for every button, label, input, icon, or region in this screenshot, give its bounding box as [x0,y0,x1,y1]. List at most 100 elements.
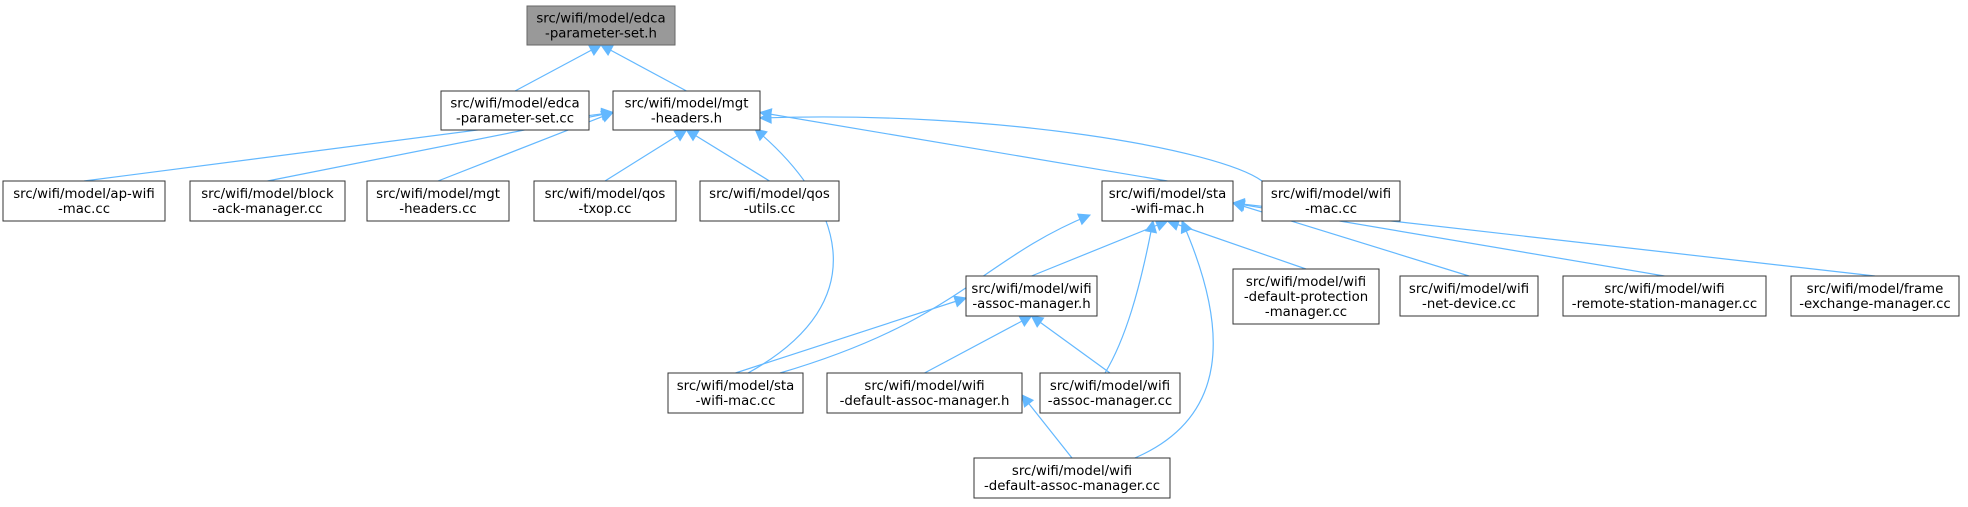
node-frame_cc[interactable]: src/wifi/model/frame-exchange-manager.cc [1790,275,1960,317]
edge-line [924,315,1032,374]
node-apwifi_cc[interactable]: src/wifi/model/ap-wifi-mac.cc [2,180,166,222]
node-sta_cc[interactable]: src/wifi/model/sta-wifi-mac.cc [667,372,804,414]
edge-arrowhead [599,110,615,123]
node-label-line2: -ack-manager.cc [212,202,322,217]
node-qostxop_cc[interactable]: src/wifi/model/qos-txop.cc [533,180,677,222]
node-box [189,180,346,222]
node-wifimac_cc[interactable]: src/wifi/model/wifi-mac.cc [1261,180,1401,222]
edge-arrowhead [1144,219,1158,234]
node-label-line1: src/wifi/model/wifi [1604,282,1724,297]
node-label-line1: src/wifi/model/frame [1807,282,1944,297]
node-label-line2: -parameter-set.cc [456,112,574,127]
node-edca_cc[interactable]: src/wifi/model/edca-parameter-set.cc [440,90,590,131]
edge-line [1129,220,1214,461]
node-box [612,90,761,131]
node-netdev_cc[interactable]: src/wifi/model/wifi-net-device.cc [1399,275,1539,317]
node-box [1790,275,1960,317]
node-label-line2: -mac.cc [1305,202,1357,217]
nodes-layer: src/wifi/model/edca-parameter-set.hsrc/w… [2,5,1960,499]
node-qosutils_cc[interactable]: src/wifi/model/qos-utils.cc [699,180,840,222]
edge-mgt_h-to-wifimac_cc [758,111,1263,182]
node-assoc_h[interactable]: src/wifi/model/wifi-assoc-manager.h [965,275,1098,317]
node-label-line3: -manager.cc [1265,305,1347,320]
node-box [526,5,676,46]
node-defprot_cc[interactable]: src/wifi/model/wifi-default-protection-m… [1232,268,1380,325]
node-label-line1: src/wifi/model/wifi [1050,379,1170,394]
edge-mgt_h-to-qostxop_cc [604,129,688,182]
node-label-line2: -assoc-manager.cc [1048,394,1172,409]
edge-arrowhead [1180,219,1193,235]
edge-edca_h-to-edca_cc [514,44,602,92]
node-box [699,180,840,222]
edge-line [747,128,834,374]
node-box [1039,372,1181,414]
edge-sta_h-to-sta_cc [779,213,1092,374]
node-box [973,457,1171,499]
edge-defassoc_h-to-defassoc_cc [1021,394,1073,459]
edge-line [514,44,602,92]
edge-line [1104,220,1154,374]
node-label-line2: -txop.cc [579,202,632,217]
node-box [1232,268,1380,325]
node-label-line2: -remote-station-manager.cc [1572,297,1757,312]
node-label-line1: src/wifi/model/wifi [1012,464,1132,479]
node-label-line2: -headers.cc [399,202,476,217]
node-label-line2: -wifi-mac.cc [696,394,776,409]
node-label-line2: -net-device.cc [1422,297,1516,312]
node-box [965,275,1098,317]
edge-mgt_h-to-sta_cc [747,128,834,374]
node-box [826,372,1023,414]
node-label-line1: src/wifi/model/block [201,187,334,202]
edge-arrowhead [1076,213,1092,226]
node-box [667,372,804,414]
node-label-line2: -exchange-manager.cc [1799,297,1951,312]
node-box [1562,275,1767,317]
node-remote_cc[interactable]: src/wifi/model/wifi-remote-station-manag… [1562,275,1767,317]
edge-line [759,111,1168,182]
edge-line [735,297,967,374]
node-edca_h[interactable]: src/wifi/model/edca-parameter-set.h [526,5,676,46]
edge-mgt_h-to-qosutils_cc [685,129,770,182]
node-label-line2: -parameter-set.h [545,27,657,42]
edge-line [1031,220,1168,277]
edge-line [759,116,1263,182]
node-sta_h[interactable]: src/wifi/model/sta-wifi-mac.h [1101,180,1234,222]
edge-arrowhead [673,129,688,142]
node-label-line1: src/wifi/model/wifi [864,379,984,394]
edge-assoc_h-to-sta_cc [735,295,968,374]
edge-arrowhead [1030,315,1045,328]
node-label-line2: -mac.cc [58,202,110,217]
edge-sta_h-to-assoc_cc [1104,219,1158,374]
node-box [1399,275,1539,317]
edge-line [1021,394,1073,459]
node-label-line2: -default-assoc-manager.cc [984,479,1160,494]
edge-line [779,214,1091,374]
edge-edca_h-to-mgt_h [600,44,687,92]
node-mgt_cc[interactable]: src/wifi/model/mgt-headers.cc [366,180,510,222]
node-label-line1: src/wifi/model/edca [536,12,665,27]
node-label-line1: src/wifi/model/wifi [1246,275,1366,290]
node-mgt_h[interactable]: src/wifi/model/mgt-headers.h [612,90,761,131]
node-label-line1: src/wifi/model/mgt [625,97,749,112]
edge-arrowhead [1154,219,1169,232]
edge-line [604,129,687,182]
node-label-line1: src/wifi/model/sta [677,379,795,394]
edge-arrowhead [754,128,768,142]
node-label-line2: -wifi-mac.h [1131,202,1205,217]
node-block_cc[interactable]: src/wifi/model/block-ack-manager.cc [189,180,346,222]
edge-arrowhead [758,111,772,124]
node-defassoc_h[interactable]: src/wifi/model/wifi-default-assoc-manage… [826,372,1023,414]
node-defassoc_cc[interactable]: src/wifi/model/wifi-default-assoc-manage… [973,457,1171,499]
edge-arrowhead [953,295,968,308]
node-label-line1: src/wifi/model/mgt [376,187,500,202]
edge-assoc_h-to-assoc_cc [1030,315,1111,374]
edge-arrowhead [685,129,700,142]
node-label-line1: src/wifi/model/wifi [971,282,1091,297]
node-label-line2: -utils.cc [744,202,796,217]
node-label-line2: -assoc-manager.h [972,297,1090,312]
node-assoc_cc[interactable]: src/wifi/model/wifi-assoc-manager.cc [1039,372,1181,414]
node-box [1101,180,1234,222]
edge-sta_h-to-defassoc_cc [1129,219,1214,461]
node-label-line1: src/wifi/model/sta [1109,187,1227,202]
